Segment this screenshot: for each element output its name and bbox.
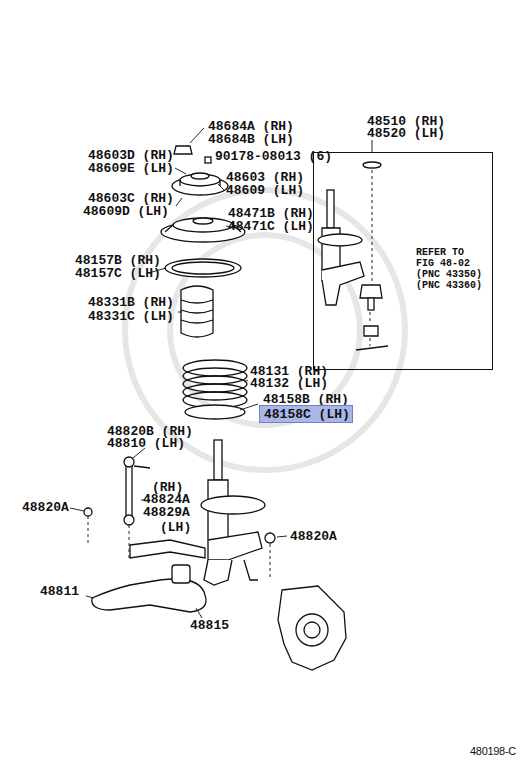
bolt: [205, 157, 211, 163]
part-number: 48815: [190, 619, 229, 632]
part-number: 48603 (RH): [226, 171, 304, 184]
part-number: 48471B (RH): [228, 207, 314, 220]
reference-note: REFER TO FIG 48-02 (PNC 43350) (PNC 4336…: [416, 247, 486, 291]
part-number: 48609E (LH): [88, 162, 174, 175]
leader-lines: [70, 128, 372, 618]
lower-insulator: [185, 405, 245, 419]
part-number: 48820A: [22, 501, 69, 514]
part-number: 48331B (RH): [88, 296, 174, 309]
part-number: 48811: [40, 585, 79, 598]
part-number: 48471C (LH): [228, 220, 314, 233]
part-number: 48609D (LH): [83, 205, 169, 218]
part-number: (LH): [160, 521, 191, 534]
part-number: 48157C (LH): [75, 267, 161, 280]
part-number: 48158C (LH): [264, 408, 348, 422]
stabilizer-bar: [92, 579, 206, 612]
figure-number: 480198-C: [470, 745, 516, 758]
steering-knuckle: [278, 586, 346, 670]
piston-rod: [214, 440, 222, 480]
part-number: 48609 (LH): [226, 184, 304, 197]
part-number: 48829A: [143, 506, 190, 519]
part-number: 48132 (LH): [250, 377, 328, 390]
part-number: 48810 (LH): [107, 437, 185, 450]
bushing: [172, 565, 190, 583]
part-number: 48157B (RH): [75, 254, 161, 267]
part-number: 48520 (LH): [367, 127, 445, 140]
cotter-pin: [356, 346, 388, 350]
part-number: 48603D (RH): [88, 149, 174, 162]
nut: [174, 146, 192, 154]
strut-rod: [327, 190, 334, 228]
part-number: 48684B (LH): [208, 133, 294, 146]
part-number: 48684A (RH): [208, 120, 294, 133]
ball-joint: [360, 285, 382, 298]
part-number: 48820A: [290, 530, 337, 543]
part-number: 48331C (LH): [88, 310, 174, 323]
stabilizer-link: [126, 462, 132, 520]
lower-spring-seat: [201, 496, 265, 514]
boot: [181, 286, 213, 337]
insulator: [165, 259, 241, 277]
part-number: 48603C (RH): [88, 192, 174, 205]
nut: [364, 326, 378, 336]
dust-seal: [363, 162, 381, 168]
nut: [84, 508, 92, 516]
part-number: 48824A: [143, 493, 190, 506]
nut: [265, 533, 275, 543]
highlighted-part: 48158C (LH): [259, 405, 353, 423]
bracket: [130, 540, 205, 558]
coil-spring: [183, 360, 247, 408]
reference-bracket: REFER TO FIG 48-02 (PNC 43350) (PNC 4336…: [313, 152, 493, 370]
